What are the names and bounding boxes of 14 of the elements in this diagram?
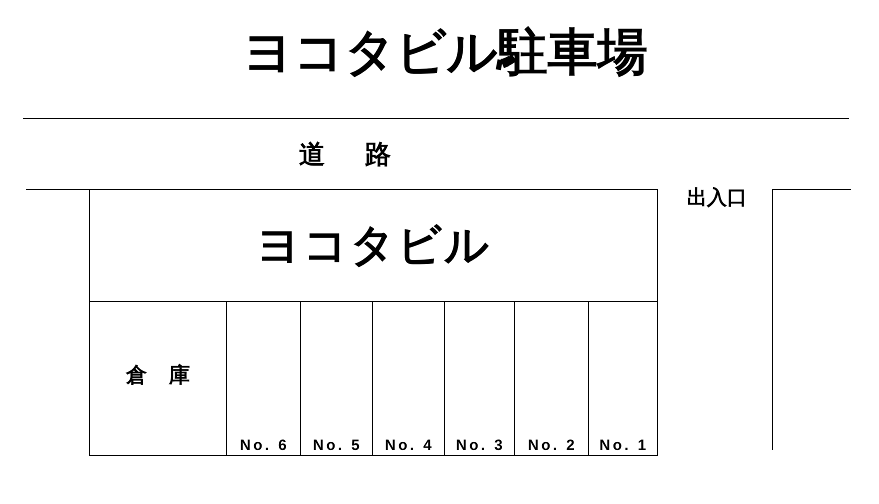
- space-number: No. 1: [599, 437, 649, 454]
- space-number: No. 3: [456, 437, 506, 454]
- space-number: No. 2: [528, 437, 578, 454]
- storage-box: [89, 301, 227, 456]
- label: 道路: [298, 139, 432, 172]
- label: 出入口: [686, 184, 748, 210]
- parking-space: [588, 301, 658, 456]
- space-number: No. 4: [384, 437, 434, 454]
- building-box: [89, 189, 658, 302]
- building-name: ヨコタビル: [256, 219, 491, 273]
- room-name: 倉庫: [126, 362, 212, 388]
- title: ヨコタビル駐車場: [242, 22, 648, 83]
- space-number: No. 5: [312, 437, 362, 454]
- space-number: No. 6: [240, 437, 290, 454]
